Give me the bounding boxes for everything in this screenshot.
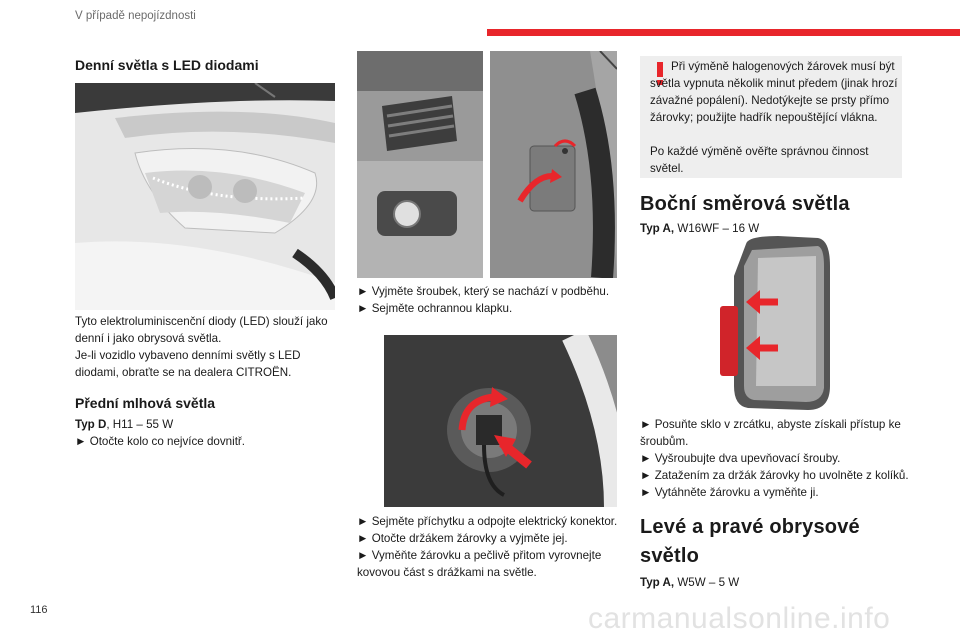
fog-type-line: Typ D, H11 – 55 W (75, 416, 337, 433)
column-1: Denní světla s LED diodami (75, 56, 337, 74)
column-3-text-a: Boční směrová světla Typ A, W16WF – 16 W (640, 192, 910, 237)
drl-headlight-image (75, 83, 335, 310)
marker-type-rest: W5W – 5 W (674, 576, 740, 589)
side-step-2: ► Vyšroubujte dva upevňovací šrouby. (640, 452, 841, 465)
column-3-text-b: ► Posuňte sklo v zrcátku, abyste získali… (640, 416, 910, 591)
fog-type-rest: , H11 – 55 W (106, 418, 174, 431)
heading-drl: Denní světla s LED diodami (75, 57, 259, 73)
wheel-arch-image (490, 51, 617, 278)
fog-lamp-front-image (357, 51, 483, 278)
heading-marker-lights-line1: Levé a pravé obrysové (640, 516, 860, 538)
warning-text-2: Po každé výměně ověřte správnou činnost … (650, 145, 869, 175)
column-1-text: Tyto elektroluminiscenční diody (LED) sl… (75, 313, 337, 450)
page-number: 116 (30, 604, 48, 616)
step-5: ► Vyměňte žárovku a pečlivě přitom vyrov… (357, 549, 602, 579)
side-type-rest: W16WF – 16 W (674, 222, 760, 235)
step-3: ► Sejměte příchytku a odpojte elektrický… (357, 515, 618, 528)
side-type-line: Typ A, W16WF – 16 W (640, 220, 910, 237)
marker-type-line: Typ A, W5W – 5 W (640, 574, 910, 591)
fog-lamp-rear-image (384, 335, 617, 507)
chapter-accent-bar (487, 29, 960, 36)
drl-text-1: Tyto elektroluminiscenční diody (LED) sl… (75, 315, 328, 345)
column-2-text-b: ► Sejměte příchytku a odpojte elektrický… (357, 513, 619, 581)
side-type-label: Typ A, (640, 222, 675, 235)
chapter-title: V případě nepojízdnosti (75, 10, 196, 22)
heading-marker-lights-line2: světlo (640, 545, 700, 567)
warning-exclamation-icon (657, 62, 663, 85)
step-4: ► Otočte držákem žárovky a vyjměte jej. (357, 532, 568, 545)
marker-type-label: Typ A, (640, 576, 675, 589)
fog-type-label: Typ D (75, 418, 107, 431)
step-1: ► Vyjměte šroubek, který se nachází v po… (357, 285, 610, 298)
heading-side-indicators: Boční směrová světla (640, 193, 850, 215)
warning-box: Při výměně halogenových žárovek musí být… (640, 56, 902, 178)
column-2-text-a: ► Vyjměte šroubek, který se nachází v po… (357, 283, 619, 317)
warning-text-1: Při výměně halogenových žárovek musí být… (650, 60, 898, 124)
side-step-3: ► Zatažením za držák žárovky ho uvolněte… (640, 469, 909, 482)
step-2: ► Sejměte ochrannou klapku. (357, 302, 513, 315)
heading-fog: Přední mlhová světla (75, 395, 216, 411)
side-mirror-image (718, 236, 833, 412)
drl-text-2: Je-li vozidlo vybaveno denními světly s … (75, 349, 301, 379)
footer-watermark: carmanualsonline.info (588, 602, 891, 635)
side-step-1: ► Posuňte sklo v zrcátku, abyste získali… (640, 418, 901, 448)
side-step-4: ► Vytáhněte žárovku a vyměňte ji. (640, 486, 819, 499)
fog-step-1: ► Otočte kolo co nejvíce dovnitř. (75, 435, 246, 448)
